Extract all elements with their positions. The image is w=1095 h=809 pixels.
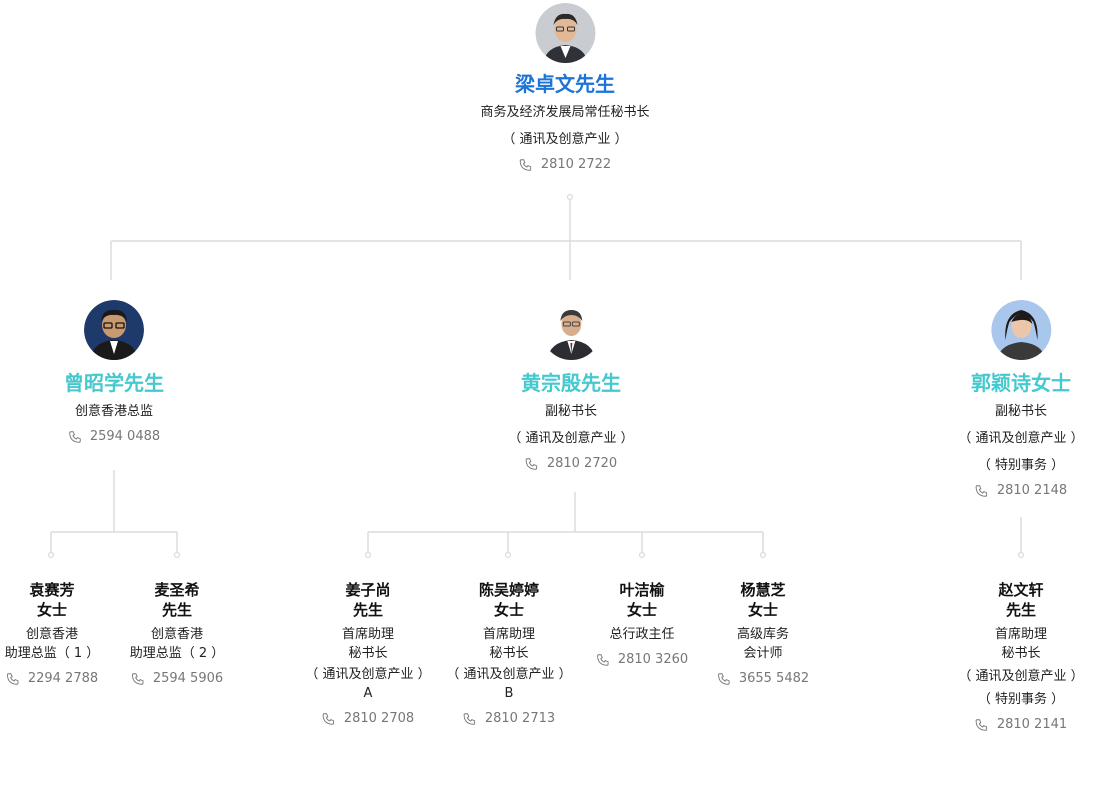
- org-node-mid: 黄宗殷先生 副秘书长 （ 通讯及创意产业 ） 2810 2720: [508, 300, 634, 471]
- person-title: A: [363, 686, 373, 701]
- phone-icon: [132, 672, 144, 685]
- person-honorific: 女士: [36, 601, 68, 619]
- person-title: 秘书长: [348, 646, 388, 661]
- person-title: （ 特别事务 ）: [977, 458, 1065, 473]
- person-title: 创意香港: [150, 627, 204, 642]
- org-node-mid: 郭颖诗女士 副秘书长 （ 通讯及创意产业 ） （ 特别事务 ） 2810 214…: [958, 300, 1084, 498]
- phone-icon: [323, 712, 335, 725]
- phone-number[interactable]: 2810 2708: [343, 711, 415, 726]
- person-title: 会计师: [743, 646, 783, 661]
- avatar: [84, 300, 144, 360]
- phone-number[interactable]: 2810 2148: [996, 483, 1068, 498]
- phone-contact: 2594 0488: [64, 429, 164, 444]
- person-name: 叶洁榆: [619, 581, 665, 599]
- phone-icon: [526, 457, 538, 470]
- person-name: 姜子尚: [345, 581, 391, 599]
- phone-number[interactable]: 2594 0488: [89, 429, 161, 444]
- avatar: [534, 3, 595, 63]
- phone-contact: 2594 5906: [130, 671, 225, 686]
- phone-number[interactable]: 2810 2141: [996, 717, 1068, 732]
- person-title: （ 特别事务 ）: [977, 692, 1065, 707]
- person-name: 麦圣希: [154, 581, 200, 599]
- person-title: （ 通讯及创意产业 ）: [446, 667, 572, 682]
- phone-number[interactable]: 2294 2788: [27, 671, 99, 686]
- phone-contact: 2810 3260: [596, 652, 688, 667]
- org-node-top: 梁卓文先生 商务及经济发展局常任秘书长 （ 通讯及创意产业 ） 2810 272…: [480, 3, 650, 172]
- phone-icon: [718, 672, 730, 685]
- phone-icon: [520, 158, 532, 171]
- phone-icon: [976, 718, 988, 731]
- phone-contact: 3655 5482: [717, 671, 809, 686]
- phone-icon: [7, 672, 19, 685]
- person-title: 首席助理: [482, 627, 536, 642]
- person-name: 郭颖诗女士: [970, 371, 1071, 395]
- person-title: （ 通讯及创意产业 ）: [305, 667, 431, 682]
- person-honorific: 女士: [626, 601, 657, 619]
- person-title: B: [504, 686, 514, 701]
- phone-contact: 2810 2708: [305, 711, 430, 726]
- person-title: 秘书长: [1001, 646, 1041, 661]
- person-title: 总行政主任: [609, 627, 675, 642]
- avatar: [990, 300, 1051, 360]
- person-title: 秘书长: [489, 646, 529, 661]
- avatar: [540, 300, 601, 360]
- person-title: 副秘书长: [994, 404, 1048, 419]
- phone-icon: [976, 484, 988, 497]
- person-title: （ 通讯及创意产业 ）: [502, 132, 628, 147]
- person-name: 赵文轩: [998, 581, 1044, 599]
- org-node-leaf: 袁赛芳 女士 创意香港 助理总监（ 1 ） 2294 2788: [5, 580, 100, 686]
- person-honorific: 先生: [352, 601, 384, 619]
- org-node-mid: 曾昭学先生 创意香港总监 2594 0488: [64, 300, 164, 444]
- org-node-leaf: 姜子尚 先生 首席助理 秘书长 （ 通讯及创意产业 ） A 2810 2708: [305, 580, 430, 726]
- org-node-leaf: 杨慧芝 女士 高级库务 会计师 3655 5482: [717, 580, 809, 686]
- phone-contact: 2810 2720: [508, 456, 633, 471]
- person-title: 商务及经济发展局常任秘书长: [480, 105, 650, 120]
- person-name: 梁卓文先生: [514, 72, 615, 96]
- phone-contact: 2810 2722: [480, 157, 649, 172]
- person-title: 助理总监（ 1 ）: [4, 646, 100, 661]
- person-honorific: 先生: [1005, 601, 1037, 619]
- person-name: 曾昭学先生: [64, 371, 164, 395]
- phone-icon: [69, 430, 81, 443]
- person-honorific: 女士: [493, 601, 525, 619]
- person-name: 黄宗殷先生: [520, 371, 621, 395]
- phone-number[interactable]: 2810 2713: [484, 711, 556, 726]
- phone-icon: [464, 712, 476, 725]
- person-name: 袁赛芳: [29, 581, 75, 599]
- org-node-leaf: 赵文轩 先生 首席助理 秘书长 （ 通讯及创意产业 ） （ 特别事务 ） 281…: [958, 580, 1083, 732]
- person-title: 创意香港: [25, 627, 79, 642]
- person-name: 陈吴婷婷: [478, 581, 540, 599]
- person-title: （ 通讯及创意产业 ）: [958, 431, 1084, 446]
- org-node-leaf: 麦圣希 先生 创意香港 助理总监（ 2 ） 2594 5906: [130, 580, 225, 686]
- phone-number[interactable]: 2810 2720: [546, 456, 618, 471]
- person-honorific: 女士: [747, 601, 778, 619]
- org-node-leaf: 陈吴婷婷 女士 首席助理 秘书长 （ 通讯及创意产业 ） B 2810 2713: [446, 580, 571, 726]
- person-name: 杨慧芝: [740, 581, 786, 599]
- phone-number[interactable]: 3655 5482: [738, 671, 810, 686]
- phone-number[interactable]: 2810 2722: [540, 157, 612, 172]
- phone-contact: 2810 2713: [446, 711, 571, 726]
- phone-contact: 2294 2788: [5, 671, 100, 686]
- phone-number[interactable]: 2810 3260: [617, 652, 689, 667]
- phone-icon: [597, 653, 609, 666]
- person-title: 助理总监（ 2 ）: [129, 646, 225, 661]
- org-node-leaf: 叶洁榆 女士 总行政主任 2810 3260: [596, 580, 688, 667]
- phone-number[interactable]: 2594 5906: [152, 671, 224, 686]
- phone-contact: 2810 2141: [958, 717, 1083, 732]
- person-title: （ 通讯及创意产业 ）: [508, 431, 634, 446]
- person-title: 首席助理: [341, 627, 395, 642]
- phone-contact: 2810 2148: [958, 483, 1083, 498]
- person-title: 首席助理: [994, 627, 1048, 642]
- person-honorific: 先生: [161, 601, 193, 619]
- person-title: 高级库务: [736, 627, 789, 642]
- person-title: 副秘书长: [544, 404, 598, 419]
- person-title: （ 通讯及创意产业 ）: [958, 669, 1084, 684]
- person-title: 创意香港总监: [74, 404, 153, 419]
